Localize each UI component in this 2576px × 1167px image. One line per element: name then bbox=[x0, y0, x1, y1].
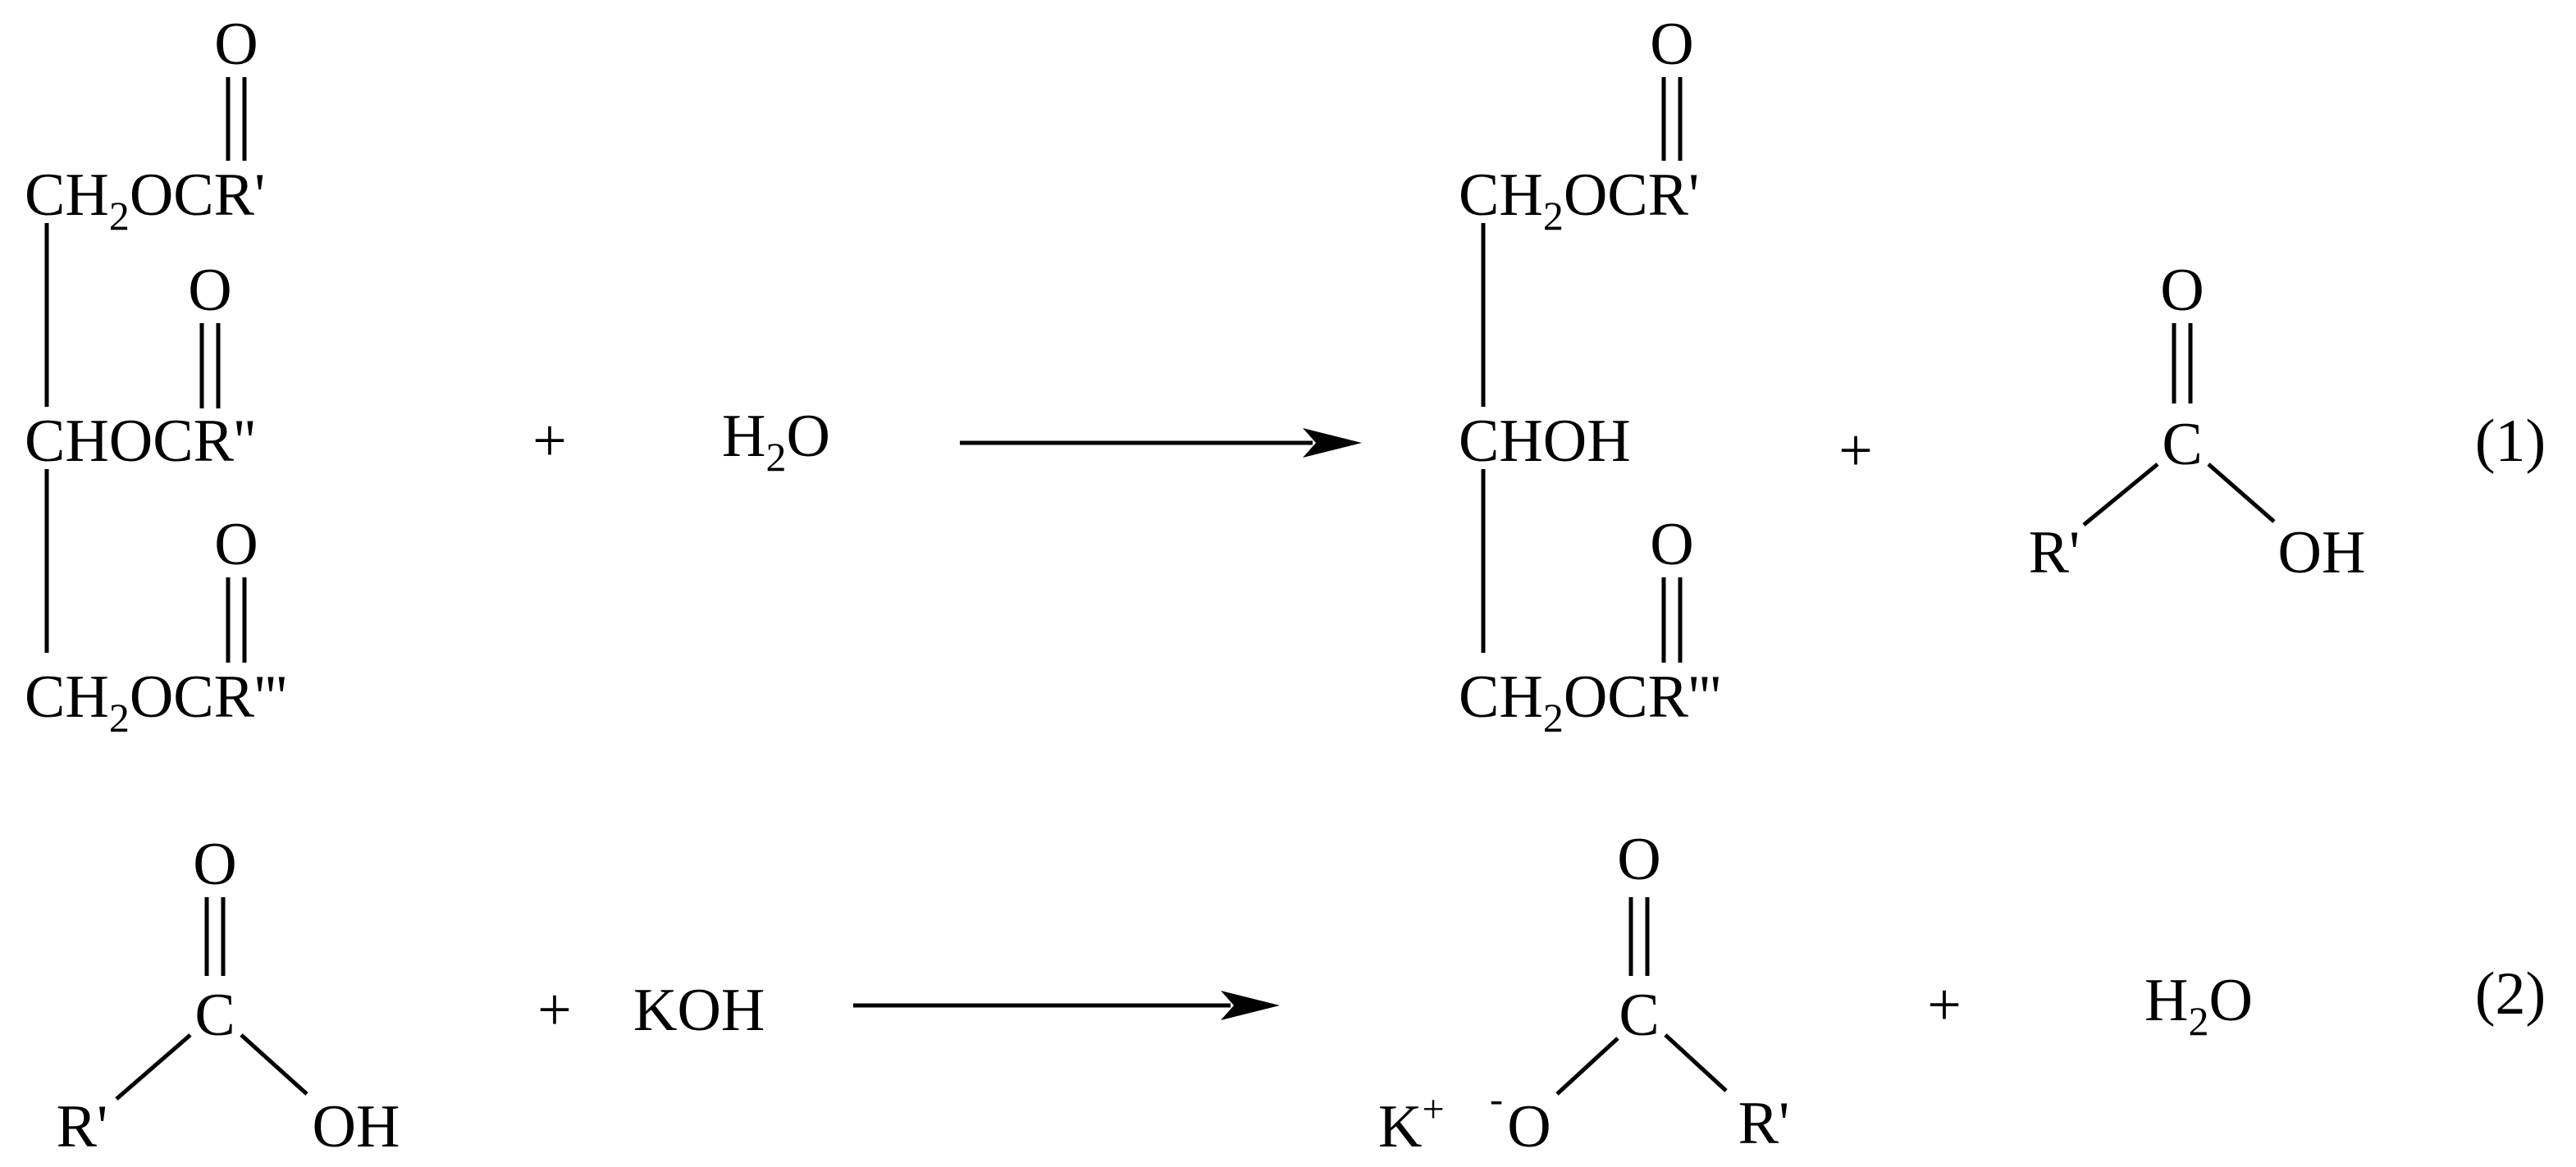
reaction-1: CH2OCR' O CHOCR'' O CH2OCR''' O + H2O CH… bbox=[25, 11, 2546, 741]
single-bond bbox=[240, 1033, 308, 1096]
water-molecule: H2O bbox=[722, 403, 830, 480]
single-bond bbox=[2082, 463, 2159, 527]
triglyceride-top-group: CH2OCR' bbox=[25, 162, 265, 239]
acid-carbonyl-o: O bbox=[2160, 257, 2204, 324]
potassium-hydroxide: KOH bbox=[633, 977, 765, 1044]
single-bond bbox=[115, 1033, 192, 1101]
acid-carbonyl-o: O bbox=[193, 831, 236, 898]
reaction-arrow bbox=[960, 428, 1362, 458]
carboxylate-carbon: C bbox=[1619, 982, 1659, 1049]
carboxylate-oxygen: O bbox=[1507, 1093, 1551, 1160]
acid-carbon: C bbox=[194, 982, 235, 1049]
equation-number-2: (2) bbox=[2475, 960, 2546, 1028]
single-bond bbox=[1555, 1037, 1619, 1096]
diglyceride-middle-group: CHOH bbox=[1459, 408, 1631, 475]
acid-hydroxyl: OH bbox=[313, 1093, 400, 1160]
triglyceride-bottom-carbonyl-o: O bbox=[214, 511, 258, 578]
acid-carbon: C bbox=[2162, 411, 2202, 478]
plus-sign: + bbox=[1838, 417, 1873, 485]
reaction-2: O C R' OH + KOH K+ - O C O R' bbox=[57, 826, 2546, 1160]
potassium-carboxylate-molecule: K+ - O C O R' bbox=[1378, 826, 1789, 1160]
carboxylic-acid-molecule: O C R' OH bbox=[57, 831, 400, 1160]
acid-r-group: R' bbox=[57, 1093, 108, 1160]
plus-sign: + bbox=[537, 977, 572, 1044]
diglyceride-top-group: CH2OCR' bbox=[1459, 162, 1699, 239]
carboxylate-carbonyl-o: O bbox=[1617, 826, 1660, 893]
reaction-arrow bbox=[853, 991, 1280, 1020]
diglyceride-molecule: CH2OCR' O CHOH CH2OCR''' O bbox=[1459, 11, 1721, 741]
water-molecule: H2O bbox=[2144, 967, 2253, 1044]
potassium-cation: K+ bbox=[1378, 1087, 1445, 1160]
equation-number-1: (1) bbox=[2475, 408, 2546, 475]
triglyceride-top-carbonyl-o: O bbox=[214, 11, 258, 78]
diglyceride-bottom-carbonyl-o: O bbox=[1650, 511, 1693, 578]
triglyceride-middle-group: CHOCR'' bbox=[25, 408, 256, 475]
diglyceride-top-carbonyl-o: O bbox=[1650, 11, 1693, 78]
single-bond bbox=[2207, 463, 2276, 523]
carboxylic-acid-molecule: O C R' OH bbox=[2029, 257, 2366, 586]
triglyceride-molecule: CH2OCR' O CHOCR'' O CH2OCR''' O bbox=[25, 11, 287, 741]
negative-charge: - bbox=[1490, 1078, 1503, 1121]
acid-r-group: R' bbox=[2029, 519, 2080, 586]
triglyceride-bottom-group: CH2OCR''' bbox=[25, 663, 287, 741]
single-bond bbox=[1664, 1033, 1728, 1092]
acid-hydroxyl: OH bbox=[2278, 519, 2366, 586]
carboxylate-r-group: R' bbox=[1738, 1090, 1790, 1157]
plus-sign: + bbox=[1927, 972, 1962, 1039]
triglyceride-middle-carbonyl-o: O bbox=[188, 257, 231, 324]
plus-sign: + bbox=[532, 408, 567, 475]
diglyceride-bottom-group: CH2OCR''' bbox=[1459, 663, 1721, 741]
